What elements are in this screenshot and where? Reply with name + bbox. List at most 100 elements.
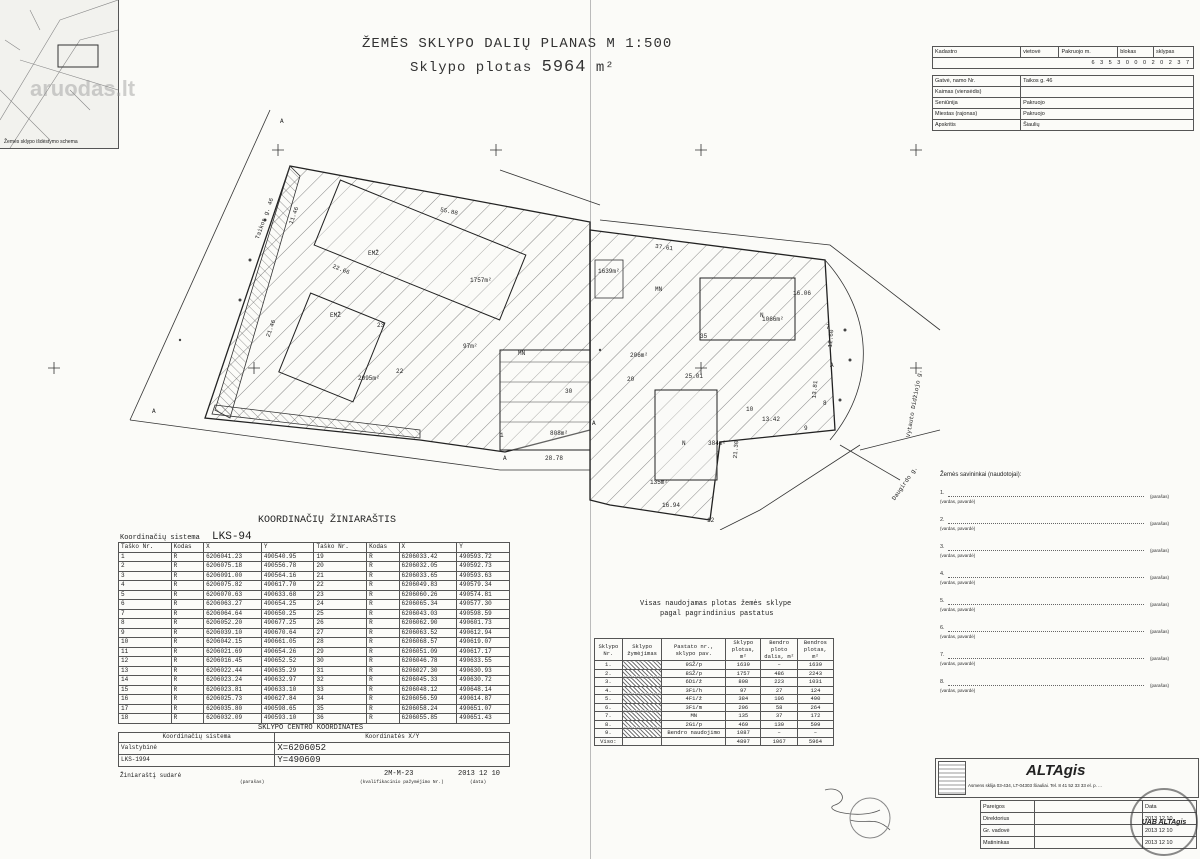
owner-number: 1.	[940, 490, 945, 496]
inset-map: Žemės sklypo išdėstymo schema	[0, 0, 119, 149]
owner-entry-line[interactable]	[948, 523, 1144, 524]
parts-symbol-cell	[621, 660, 663, 670]
parts-cell: 469	[725, 719, 762, 729]
parts-cell: 6D1/ž	[661, 677, 727, 687]
coords-cell: 6206065.34	[398, 599, 458, 610]
coords-cell: R	[366, 608, 400, 619]
coords-cell: 6206049.83	[398, 580, 458, 591]
plot-area-value: 5964	[541, 58, 587, 77]
coords-cell: 18	[118, 713, 172, 724]
owner-entry-line[interactable]	[948, 577, 1144, 578]
pt-label-23: 23	[377, 322, 385, 329]
coords-system-line: Koordinačių sistema LKS-94	[120, 531, 252, 543]
parts-cell: 106	[760, 694, 798, 704]
cad-head-1: vietovė	[1020, 46, 1060, 58]
coords-cell: 34	[313, 694, 368, 705]
center-title: SKLYPO CENTRO KOORDINATĖS	[258, 724, 364, 732]
coords-cell: R	[170, 703, 205, 714]
parts-cell: 1031	[796, 677, 835, 687]
pt-label-35: 35	[700, 333, 708, 340]
coords-cell: 7	[118, 608, 172, 619]
coords-cell: 490633.68	[260, 589, 315, 600]
parts-cell: 3.	[594, 677, 623, 687]
parts-cell: 4897	[725, 736, 762, 746]
coords-cell: 490617.17	[456, 646, 510, 657]
compiled-label: Žiniaraštį sudarė	[120, 772, 182, 779]
coords-cell: 6206063.27	[203, 599, 262, 610]
coords-cell: 490540.95	[260, 551, 315, 562]
coords-cell: 26	[313, 618, 368, 629]
coords-cell: 6206023.24	[203, 675, 262, 686]
owner-entry-line[interactable]	[948, 658, 1144, 659]
owner-sign-hint: (parašas)	[1150, 575, 1170, 580]
parts-cell: 2243	[796, 668, 835, 678]
coords-cell: 490677.25	[260, 618, 315, 629]
coords-h3: Y	[260, 542, 315, 553]
coords-cell: 35	[313, 703, 368, 714]
coords-cell: R	[170, 627, 205, 638]
coords-cell: 490598.59	[456, 608, 510, 619]
coords-cell: R	[170, 713, 205, 724]
owner-name-hint: (vardas, pavardė)	[940, 553, 976, 558]
parts-cell: 490	[796, 694, 835, 704]
coords-system-label: Koordinačių sistema	[120, 534, 200, 542]
pt-label-22: 22	[396, 368, 404, 375]
owner-entry-line[interactable]	[948, 550, 1144, 551]
coords-cell: 490574.81	[456, 589, 510, 600]
dim-4: 13.42	[762, 416, 781, 423]
dim-2: 28.78	[545, 455, 564, 462]
parts-cell: 1639	[796, 660, 835, 670]
coords-cell: 490630.93	[456, 665, 510, 676]
owner-sign-hint: (parašas)	[1150, 521, 1170, 526]
coords-cell: 31	[313, 665, 368, 676]
parts-cell: 206	[725, 702, 762, 712]
coords-cell: 490601.73	[456, 618, 510, 629]
owner-entry-line[interactable]	[948, 496, 1144, 497]
company-block: ALTAgis Asmens sklija 03-434, LT-04303 Š…	[935, 758, 1199, 798]
owner-entry-line[interactable]	[948, 631, 1144, 632]
cad-r4-v: Šiaulių	[1020, 119, 1194, 131]
company-stamp: UAB ALTAgis	[1130, 788, 1198, 856]
owner-entry-line[interactable]	[948, 604, 1144, 605]
coords-cell: 6206025.73	[203, 694, 262, 705]
coords-cell: 490670.64	[260, 627, 315, 638]
coords-h6: X	[398, 542, 458, 553]
road-lines	[129, 109, 941, 530]
coords-cell: 490598.65	[260, 703, 315, 714]
coords-cell: 490617.70	[260, 580, 315, 591]
coords-cell: 6206056.59	[398, 694, 458, 705]
coords-cell: R	[366, 703, 400, 714]
pt-label-1: 1	[500, 432, 504, 439]
coords-cell: R	[366, 713, 400, 724]
plot-label-a-3: A	[503, 455, 507, 462]
parts-symbol-cell	[621, 685, 663, 695]
parts-cell: 172	[796, 711, 835, 721]
area-label-5: 384m²	[708, 440, 727, 447]
coords-cell: 24	[313, 599, 368, 610]
coords-h7: Y	[456, 542, 510, 553]
parts-h1: Sklypo žymėjimas	[621, 638, 663, 661]
coords-cell: 490593.63	[456, 570, 510, 581]
coords-cell: 490612.94	[456, 627, 510, 638]
dim-6: 25.01	[685, 373, 704, 380]
area-label-2: 808m²	[550, 430, 569, 437]
parts-cell: 3F1/h	[661, 685, 727, 695]
plot-label-a-5: A	[830, 362, 834, 369]
dim-7: 16.94	[662, 502, 681, 509]
coords-cell: R	[170, 551, 205, 562]
owner-number: 8.	[940, 679, 945, 685]
coords-cell: 4	[118, 580, 172, 591]
owner-entry-line[interactable]	[948, 685, 1144, 686]
compiled-sub-1: (parašas)	[240, 780, 265, 785]
owner-name-hint: (vardas, pavardė)	[940, 634, 976, 639]
cad-head-4: sklypas	[1153, 46, 1194, 58]
cad-number: 6 3 5 3 0 0 0 2 0 2 3 7	[932, 57, 1194, 69]
parts-h4: Bendro ploto dalis, m²	[760, 638, 798, 661]
stamp-text: UAB ALTAgis	[1141, 818, 1187, 826]
plot-area-line: Sklypo plotas 5964 m²	[410, 58, 615, 77]
